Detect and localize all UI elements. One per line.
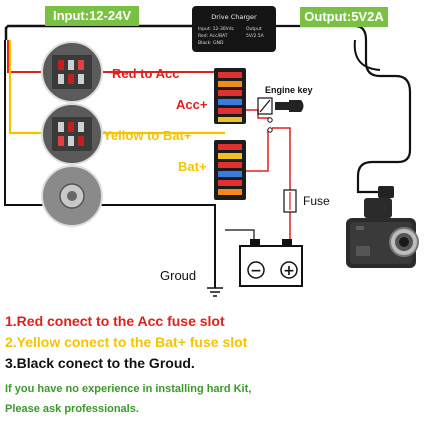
battery-icon: − + bbox=[239, 239, 303, 287]
input-voltage-tag: Input:12-24V bbox=[45, 6, 139, 26]
charger-line-2: Red: Acc/BAT bbox=[198, 33, 228, 39]
instruction-line-1: 1.Red conect to the Acc fuse slot bbox=[5, 313, 225, 329]
engine-key-label: Engine key bbox=[265, 85, 313, 95]
battery-ground-line bbox=[225, 229, 255, 239]
output-voltage-tag: Output:5V2A bbox=[300, 7, 388, 27]
engine-key-icon bbox=[257, 97, 304, 133]
yellow-to-bat-label: Yellow to Bat+ bbox=[103, 128, 192, 143]
acc-plus-label: Acc+ bbox=[176, 97, 208, 112]
yellow-wire bbox=[8, 40, 225, 135]
charger-line-5: 5V/2.5A bbox=[246, 33, 265, 39]
warning-line-2: Please ask professionals. bbox=[5, 403, 139, 415]
red-wire bbox=[7, 40, 225, 73]
fuse-photo-red bbox=[41, 41, 103, 103]
input-cable bbox=[4, 24, 195, 40]
fuse-photo-yellow bbox=[41, 103, 103, 165]
charger-line-1: Input: 12-30Vdc bbox=[198, 26, 235, 32]
acc-fuse-block bbox=[214, 68, 246, 124]
output-cable bbox=[275, 24, 412, 194]
instruction-line-2: 2.Yellow conect to the Bat+ fuse slot bbox=[5, 334, 248, 350]
battery-plus: + bbox=[283, 263, 295, 279]
black-wire bbox=[4, 40, 216, 288]
battery-minus: − bbox=[250, 263, 262, 279]
fuse-line bbox=[272, 127, 291, 246]
usb-plug bbox=[378, 186, 394, 198]
fuse-icon bbox=[283, 189, 297, 213]
charger-line-3: Black: GND bbox=[198, 40, 224, 46]
ground-bolt-photo bbox=[41, 165, 103, 227]
groud-label: Groud bbox=[160, 268, 197, 283]
ground-icon bbox=[207, 287, 223, 297]
charger-title: Drive Charger bbox=[211, 13, 257, 21]
charger-line-4: Output bbox=[246, 26, 262, 32]
bat-fuse-block bbox=[214, 140, 246, 200]
bat-plus-label: Bat+ bbox=[178, 159, 207, 174]
red-to-acc-label: Red to Acc bbox=[112, 66, 180, 81]
warning-line-1: If you have no experience in installing … bbox=[5, 383, 252, 395]
fuse-label: Fuse bbox=[303, 194, 330, 208]
dash-camera-icon bbox=[346, 198, 419, 268]
bat-circuit bbox=[246, 130, 269, 172]
drive-charger-box: Drive Charger Input: 12-30Vdc Red: Acc/B… bbox=[192, 6, 276, 52]
instruction-line-3: 3.Black conect to the Groud. bbox=[5, 355, 195, 371]
